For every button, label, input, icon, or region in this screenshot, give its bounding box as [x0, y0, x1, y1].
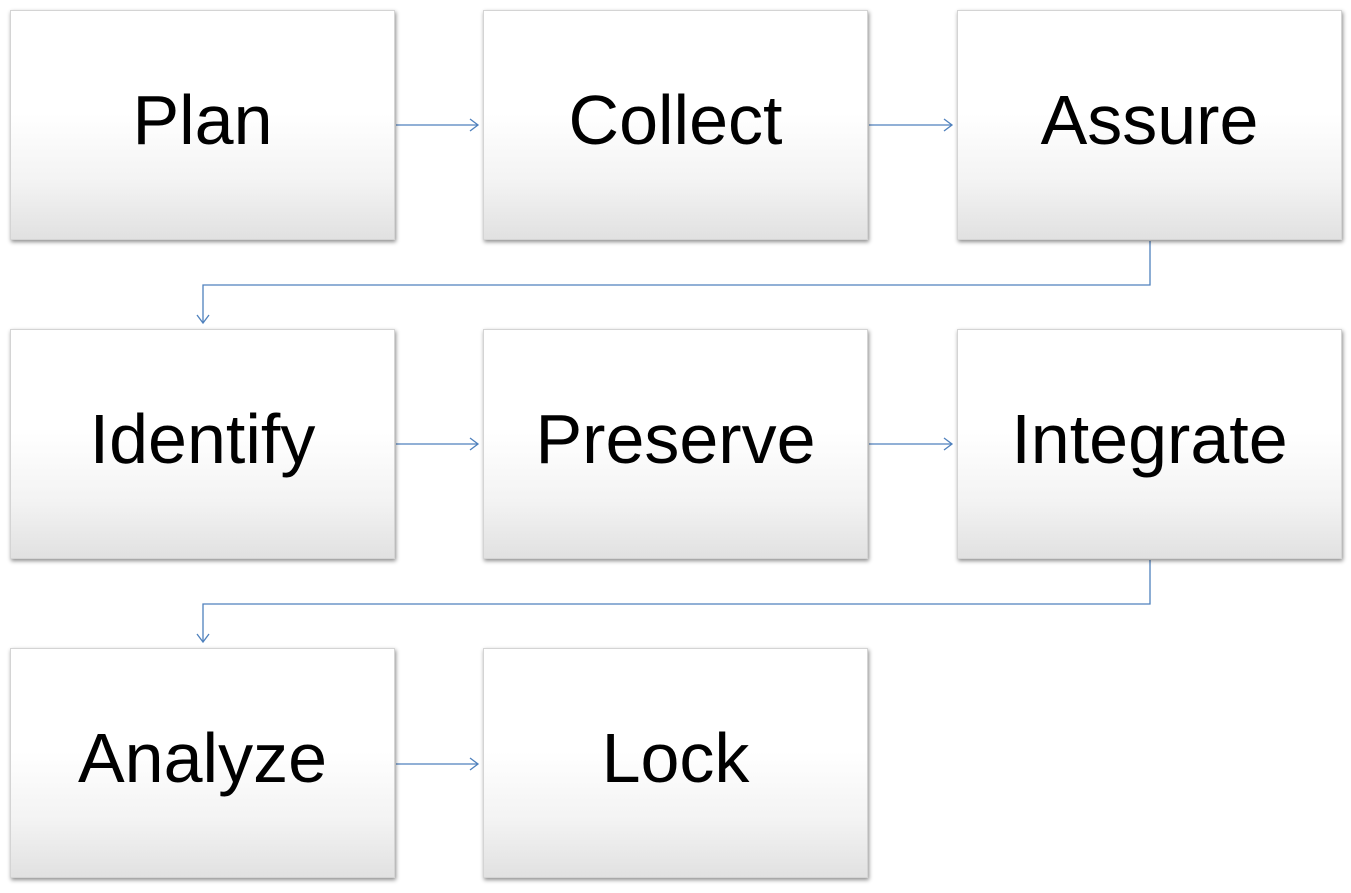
connector-assure-identify	[196, 241, 1151, 325]
step-preserve-label: Preserve	[535, 400, 816, 478]
connector-collect-assure	[869, 118, 954, 132]
step-lock: Lock	[483, 648, 868, 878]
connector-analyze-lock	[396, 757, 480, 771]
step-collect-label: Collect	[568, 81, 783, 159]
connector-plan-collect	[396, 118, 480, 132]
step-analyze-label: Analyze	[77, 719, 328, 797]
step-assure: Assure	[957, 10, 1342, 240]
step-integrate: Integrate	[957, 329, 1342, 559]
step-analyze: Analyze	[10, 648, 395, 878]
step-identify-label: Identify	[89, 400, 316, 478]
connector-identify-preserve	[396, 437, 480, 451]
step-assure-label: Assure	[1040, 81, 1259, 159]
step-collect: Collect	[483, 10, 868, 240]
step-lock-label: Lock	[601, 719, 750, 797]
step-identify: Identify	[10, 329, 395, 559]
step-plan: Plan	[10, 10, 395, 240]
step-plan-label: Plan	[132, 81, 273, 159]
connector-preserve-integrate	[869, 437, 954, 451]
step-preserve: Preserve	[483, 329, 868, 559]
step-integrate-label: Integrate	[1011, 400, 1288, 478]
connector-integrate-analyze	[196, 560, 1151, 644]
